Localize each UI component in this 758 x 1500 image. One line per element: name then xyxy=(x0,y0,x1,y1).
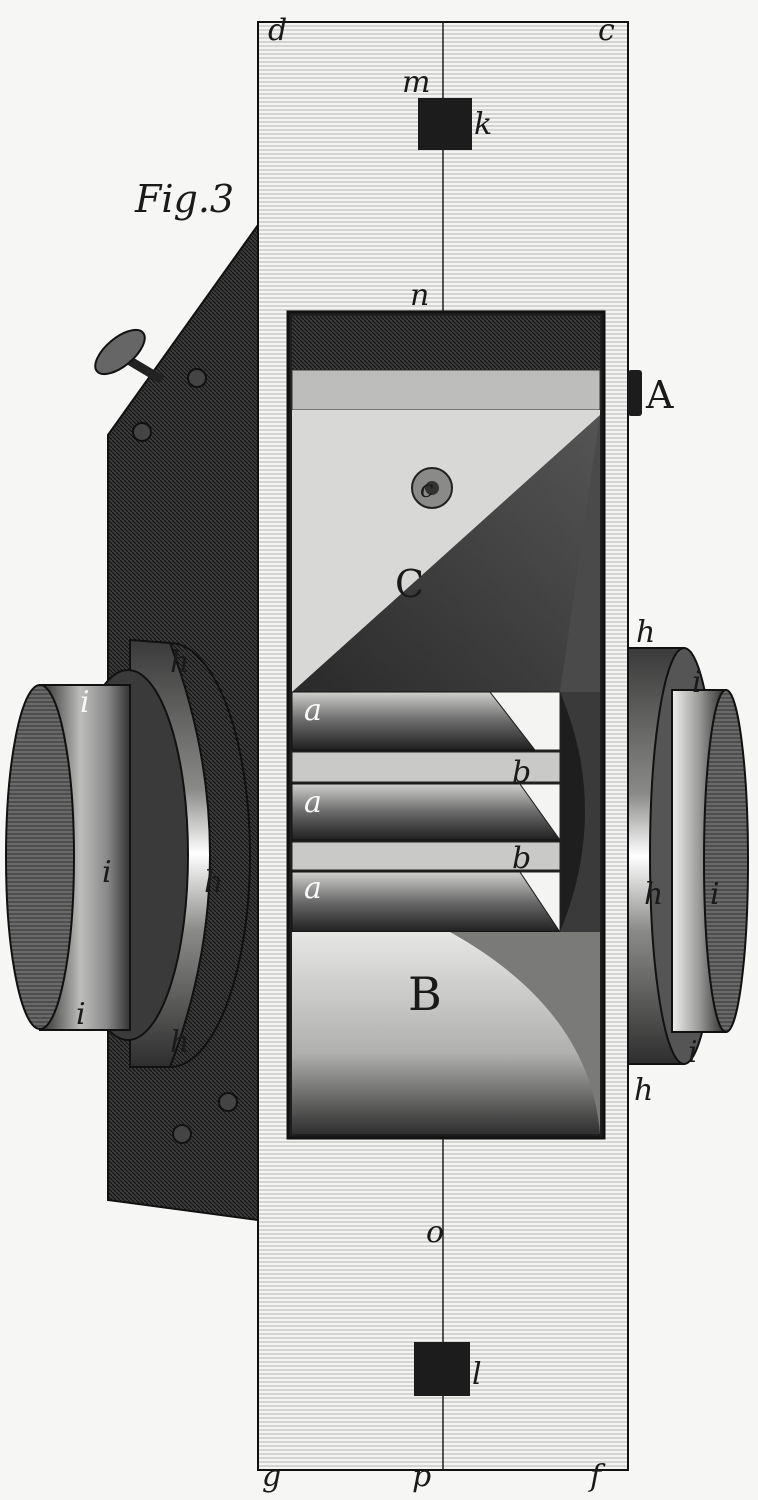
label-h-left-mid: h xyxy=(204,865,223,900)
label-h-right-bottom: h xyxy=(634,1073,653,1108)
label-a2: a xyxy=(304,785,322,820)
label-c-knob: c xyxy=(420,475,433,503)
label-k: k xyxy=(474,107,492,142)
label-m: m xyxy=(402,65,430,100)
label-b2: b xyxy=(512,841,531,876)
label-A: A xyxy=(645,373,674,417)
label-l: l xyxy=(472,1357,482,1392)
label-i-left-mid: i xyxy=(102,855,112,890)
square-slot-top xyxy=(418,98,472,150)
nut-A-icon xyxy=(628,370,642,416)
label-o: o xyxy=(426,1215,444,1250)
label-i-left-bottom: i xyxy=(76,997,86,1032)
label-i-right-bottom: i xyxy=(688,1035,698,1070)
label-h-left-top: h xyxy=(170,645,189,680)
screw-icon xyxy=(132,422,152,442)
label-g: g xyxy=(262,1459,281,1494)
thumb-screw-icon xyxy=(94,328,165,384)
screw-icon xyxy=(172,1124,192,1144)
label-n: n xyxy=(410,278,429,313)
label-h-right-top: h xyxy=(636,615,655,650)
label-a3: a xyxy=(304,871,322,906)
window-opening xyxy=(286,310,606,1140)
label-h-right-mid: h xyxy=(644,877,663,912)
label-i-right-mid: i xyxy=(710,877,720,912)
label-a1: a xyxy=(304,693,322,728)
screw-icon xyxy=(218,1092,238,1112)
label-p: p xyxy=(412,1459,431,1494)
label-b1: b xyxy=(512,755,531,790)
label-C: C xyxy=(395,562,424,606)
wedge-C xyxy=(292,415,600,692)
screw-icon xyxy=(187,368,207,388)
label-B: B xyxy=(408,967,442,1021)
figure-caption: Fig.3 xyxy=(134,177,234,221)
prism-stack xyxy=(291,691,600,934)
right-cylinder xyxy=(627,647,749,1065)
label-i-left-top: i xyxy=(80,685,90,720)
label-d: d xyxy=(268,13,287,48)
label-c-corner: c xyxy=(598,13,615,48)
square-slot-bottom xyxy=(414,1342,470,1396)
label-h-left-bottom: h xyxy=(170,1025,189,1060)
label-i-right-top: i xyxy=(692,665,702,700)
left-cylinder xyxy=(5,638,251,1068)
